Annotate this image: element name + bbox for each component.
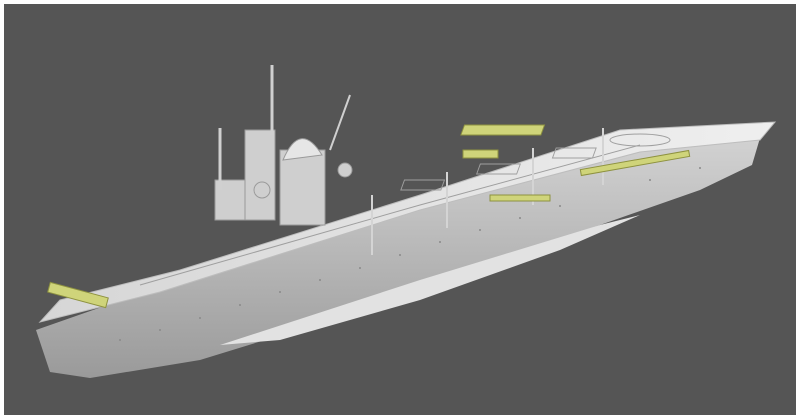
image-background bbox=[4, 4, 796, 415]
aircraft-racks bbox=[47, 124, 691, 309]
carrier-model bbox=[36, 65, 777, 378]
hull bbox=[36, 138, 760, 378]
deck-markings bbox=[139, 133, 671, 286]
hull-belly bbox=[220, 215, 640, 345]
flight-deck bbox=[38, 121, 777, 323]
island-superstructure bbox=[214, 65, 353, 226]
portholes bbox=[119, 167, 701, 341]
